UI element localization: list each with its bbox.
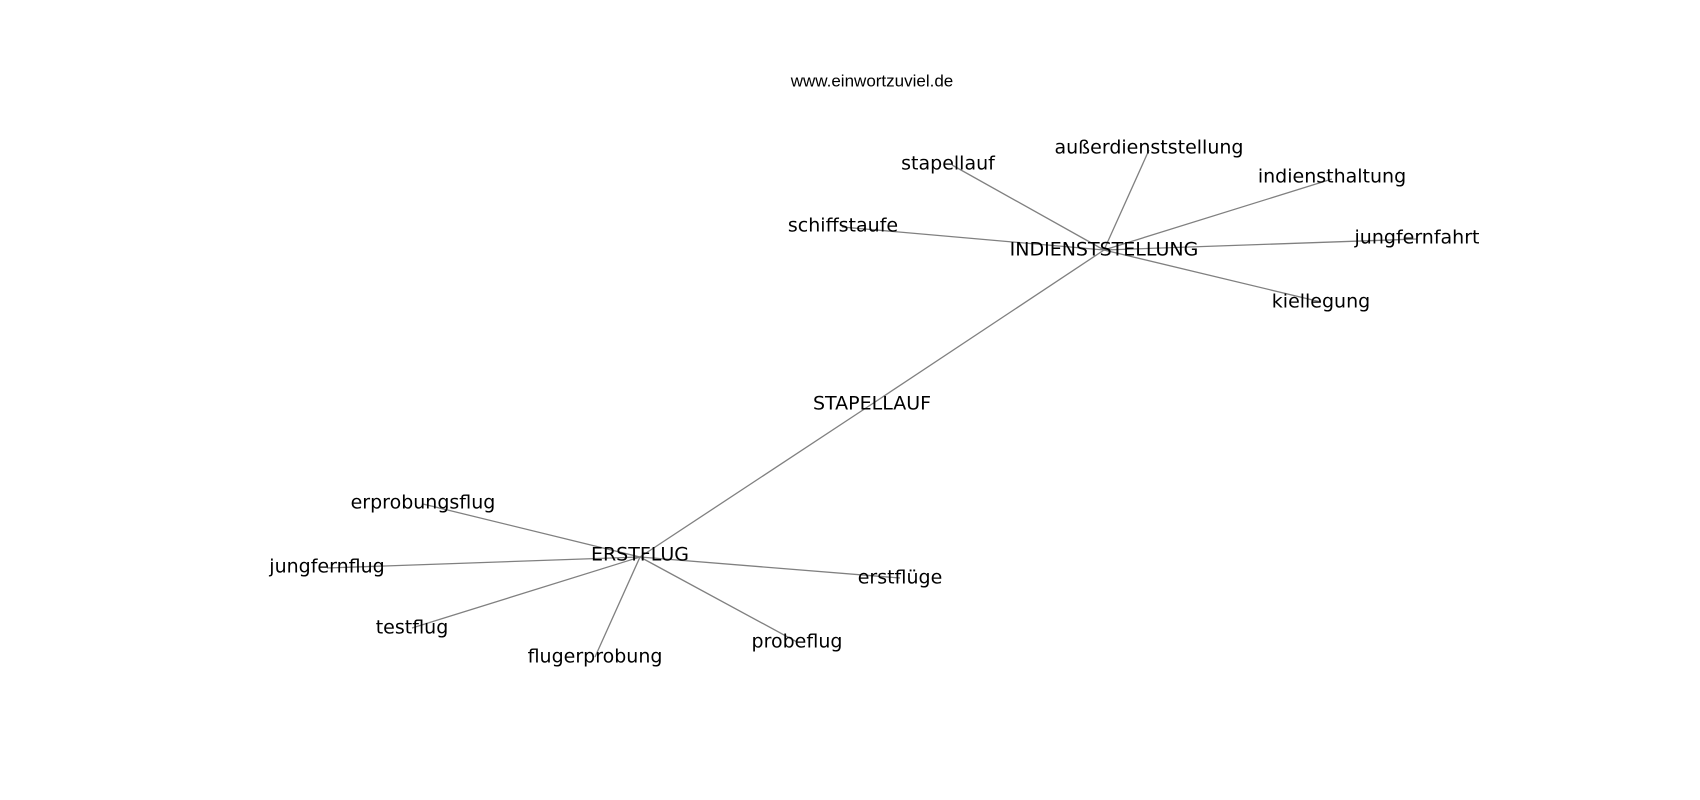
edge-erstflug-flugerprobung [594, 556, 641, 658]
edge-indienststellung-stapellauf [951, 164, 1105, 251]
edge-indienststellung-indiensthaltung [1103, 178, 1333, 251]
node-jungfernfahrt: jungfernfahrt [1354, 227, 1480, 249]
edge-indienststellung-jungfernfahrt [1103, 238, 1418, 251]
node-erprobungsflug: erprobungsflug [351, 492, 496, 514]
edge-erstflug-probeflug [639, 556, 798, 643]
node-flugerprobung: flugerprobung [528, 646, 663, 668]
edges [326, 149, 1418, 658]
node-schiffstaufe: schiffstaufe [788, 215, 898, 237]
node-labels: STAPELLAUF INDIENSTSTELLUNG stapellauf a… [268, 137, 1479, 668]
node-center: STAPELLAUF [813, 393, 931, 415]
node-ausserdienststellung: außerdienststellung [1055, 137, 1244, 159]
node-probeflug: probeflug [752, 631, 843, 653]
node-testflug: testflug [376, 617, 449, 639]
edge-center-indienststellung [871, 249, 1105, 405]
edge-erstflug-erprobungsflug [422, 503, 641, 558]
source-url: www.einwortzuviel.de [790, 71, 954, 90]
node-kiellegung: kiellegung [1272, 291, 1370, 313]
edge-indienststellung-ausserdienststellung [1103, 149, 1150, 251]
node-stapellauf: stapellauf [901, 153, 996, 175]
edge-erstflug-jungfernflug [326, 556, 641, 569]
node-hub-indienststellung: INDIENSTSTELLUNG [1010, 239, 1199, 261]
node-erstfluege: erstflüge [858, 567, 943, 589]
node-jungfernflug: jungfernflug [268, 556, 384, 578]
node-indiensthaltung: indiensthaltung [1258, 166, 1406, 188]
edge-erstflug-erstfluege [639, 556, 901, 579]
edge-indienststellung-kiellegung [1103, 249, 1322, 303]
node-hub-erstflug: ERSTFLUG [591, 544, 689, 566]
edge-indienststellung-schiffstaufe [841, 226, 1105, 251]
edge-center-erstflug [639, 403, 873, 558]
edge-erstflug-testflug [411, 556, 641, 629]
